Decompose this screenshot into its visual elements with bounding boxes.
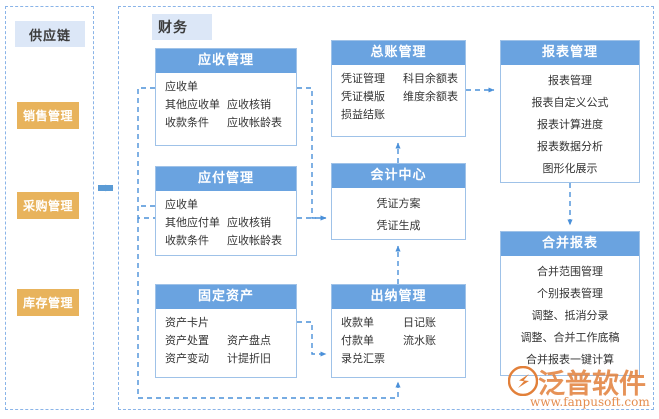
supply-chain-tag: 供应链: [15, 21, 85, 47]
card-body-accounts-payable: 应收单 其他应付单 应收核销 收款条件 应收帐龄表: [156, 191, 296, 254]
finance-tag: 财务: [152, 14, 212, 40]
card-body-general-ledger: 凭证管理 科目余额表 凭证模版 维度余额表 损益结账: [332, 65, 465, 128]
card-row: 资产卡片: [156, 314, 296, 332]
row-item[interactable]: 应收单: [165, 80, 198, 93]
card-row: 资产处置 资产盘点: [156, 332, 296, 350]
row-item[interactable]: 凭证管理: [341, 72, 385, 85]
row-item[interactable]: [403, 351, 465, 367]
row-item[interactable]: 资产卡片: [165, 316, 209, 329]
card-title-cashier-management: 出纳管理: [332, 285, 465, 309]
row-item[interactable]: 付款单: [341, 334, 374, 347]
card-row: 其他应收单 应收核销: [156, 96, 296, 114]
list-item[interactable]: 合并范围管理: [537, 265, 603, 278]
row-item[interactable]: 日记账: [403, 316, 436, 329]
card-body-consolidated-reports: 合并范围管理 个别报表管理 调整、抵消分录 调整、合并工作底稿 合并报表一键计算: [501, 256, 639, 375]
list-item[interactable]: 合并报表一键计算: [526, 353, 614, 366]
row-item[interactable]: 应收核销: [227, 216, 271, 229]
row-item[interactable]: 应收帐龄表: [227, 116, 282, 129]
list-item[interactable]: 凭证生成: [376, 219, 421, 232]
card-report-management[interactable]: 报表管理 报表管理 报表自定义公式 报表计算进度 报表数据分析 图形化展示: [500, 40, 640, 183]
row-item[interactable]: [227, 197, 296, 213]
card-title-consolidated-reports: 合并报表: [501, 232, 639, 256]
card-row: 资产变动 计提折旧: [156, 350, 296, 368]
card-accounts-payable[interactable]: 应付管理 应收单 其他应付单 应收核销 收款条件 应收帐龄表: [155, 166, 297, 256]
list-item[interactable]: 调整、合并工作底稿: [520, 331, 620, 344]
list-item[interactable]: 报表管理: [548, 74, 592, 87]
list-item[interactable]: 调整、抵消分录: [531, 309, 609, 322]
list-item[interactable]: 个别报表管理: [537, 287, 603, 300]
card-body-report-management: 报表管理 报表自定义公式 报表计算进度 报表数据分析 图形化展示: [501, 65, 639, 184]
row-item[interactable]: 维度余额表: [403, 90, 458, 103]
card-general-ledger[interactable]: 总账管理 凭证管理 科目余额表 凭证模版 维度余额表 损益结账: [331, 40, 466, 137]
row-item[interactable]: [227, 315, 296, 331]
card-row: 其他应付单 应收核销: [156, 214, 296, 232]
card-title-accounts-receivable: 应收管理: [156, 49, 296, 73]
row-item[interactable]: 资产处置: [165, 334, 209, 347]
module-sales-management[interactable]: 销售管理: [17, 102, 79, 129]
card-row: 损益结账: [332, 106, 465, 124]
finance-panel: [118, 6, 654, 410]
row-item[interactable]: 应收核销: [227, 98, 271, 111]
row-item[interactable]: 收款条件: [165, 116, 209, 129]
row-item[interactable]: [227, 79, 296, 95]
module-purchase-management[interactable]: 采购管理: [17, 192, 79, 219]
row-item[interactable]: 凭证模版: [341, 90, 385, 103]
supply-chain-panel: [5, 6, 94, 410]
card-row: 凭证模版 维度余额表: [332, 88, 465, 106]
row-item[interactable]: 资产盘点: [227, 334, 271, 347]
row-item[interactable]: 科目余额表: [403, 72, 458, 85]
card-title-accounts-payable: 应付管理: [156, 167, 296, 191]
list-item[interactable]: 凭证方案: [376, 197, 421, 210]
card-row: 应收单: [156, 78, 296, 96]
row-item[interactable]: 录兑汇票: [341, 352, 385, 365]
row-item[interactable]: 资产变动: [165, 352, 209, 365]
list-item[interactable]: 报表计算进度: [537, 118, 603, 131]
row-item[interactable]: 计提折旧: [227, 352, 271, 365]
card-title-general-ledger: 总账管理: [332, 41, 465, 65]
card-row: 收款条件 应收帐龄表: [156, 232, 296, 250]
card-title-accounting-center: 会计中心: [332, 164, 465, 188]
card-cashier-management[interactable]: 出纳管理 收款单 日记账 付款单 流水账 录兑汇票: [331, 284, 466, 378]
module-inventory-management[interactable]: 库存管理: [17, 289, 79, 316]
list-item[interactable]: 报表数据分析: [537, 140, 603, 153]
card-body-accounting-center: 凭证方案 凭证生成: [332, 188, 465, 241]
card-row: 应收单: [156, 196, 296, 214]
list-item[interactable]: 报表自定义公式: [531, 96, 609, 109]
card-title-report-management: 报表管理: [501, 41, 639, 65]
row-item[interactable]: 收款单: [341, 316, 374, 329]
card-fixed-assets[interactable]: 固定资产 资产卡片 资产处置 资产盘点 资产变动 计提折旧: [155, 284, 297, 378]
card-consolidated-reports[interactable]: 合并报表 合并范围管理 个别报表管理 调整、抵消分录 调整、合并工作底稿 合并报…: [500, 231, 640, 376]
list-item[interactable]: 图形化展示: [542, 162, 598, 175]
card-row: 凭证管理 科目余额表: [332, 70, 465, 88]
card-body-fixed-assets: 资产卡片 资产处置 资产盘点 资产变动 计提折旧: [156, 309, 296, 372]
card-row: 录兑汇票: [332, 350, 465, 368]
row-item[interactable]: [403, 107, 465, 123]
row-item[interactable]: 其他应收单: [165, 98, 220, 111]
card-row: 付款单 流水账: [332, 332, 465, 350]
row-item[interactable]: 应收单: [165, 198, 198, 211]
row-item[interactable]: 损益结账: [341, 108, 385, 121]
card-body-cashier-management: 收款单 日记账 付款单 流水账 录兑汇票: [332, 309, 465, 372]
row-item[interactable]: 收款条件: [165, 234, 209, 247]
row-item[interactable]: 流水账: [403, 334, 436, 347]
card-row: 收款单 日记账: [332, 314, 465, 332]
card-body-accounts-receivable: 应收单 其他应收单 应收核销 收款条件 应收帐龄表: [156, 73, 296, 136]
row-item[interactable]: 应收帐龄表: [227, 234, 282, 247]
card-accounts-receivable[interactable]: 应收管理 应收单 其他应收单 应收核销 收款条件 应收帐龄表: [155, 48, 297, 146]
row-item[interactable]: 其他应付单: [165, 216, 220, 229]
card-row: 收款条件 应收帐龄表: [156, 114, 296, 132]
card-accounting-center[interactable]: 会计中心 凭证方案 凭证生成: [331, 163, 466, 240]
card-title-fixed-assets: 固定资产: [156, 285, 296, 309]
